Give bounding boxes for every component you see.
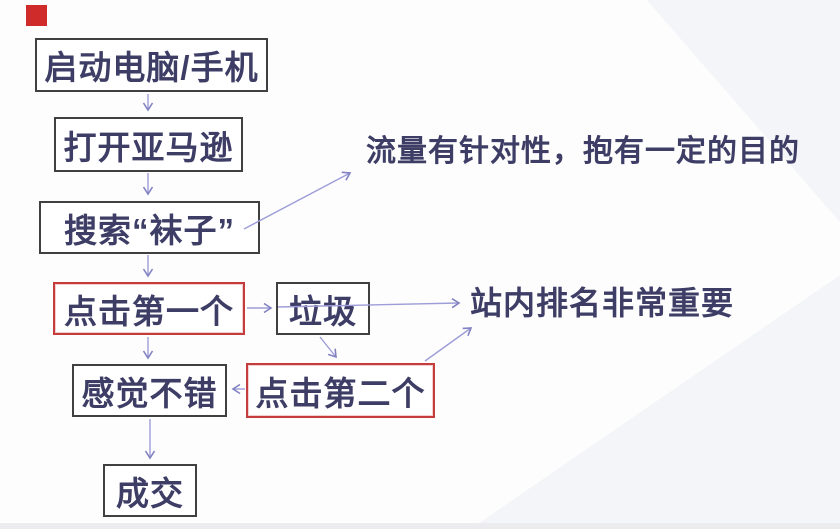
node-click-first-result: 点击第一个	[53, 282, 245, 335]
annotation-targeted-traffic: 流量有针对性，抱有一定的目的	[366, 135, 800, 168]
edge-click-second-to-note-ranking	[424, 327, 473, 362]
edge-garbage-to-click-second	[319, 336, 337, 359]
node-garbage: 垃圾	[276, 282, 370, 335]
node-deal: 成交	[103, 464, 197, 517]
node-search-socks: 搜索“袜子”	[39, 201, 260, 254]
annotation-onsite-ranking: 站内排名非常重要	[470, 285, 735, 321]
bottom-gray-strip	[0, 523, 840, 529]
node-click-second-result: 点击第二个	[246, 363, 435, 418]
red-marker-square	[26, 5, 47, 26]
node-open-amazon: 打开亚马逊	[54, 117, 243, 172]
node-start-computer-phone: 启动电脑/手机	[35, 38, 268, 92]
node-feels-good: 感觉不错	[72, 364, 227, 417]
